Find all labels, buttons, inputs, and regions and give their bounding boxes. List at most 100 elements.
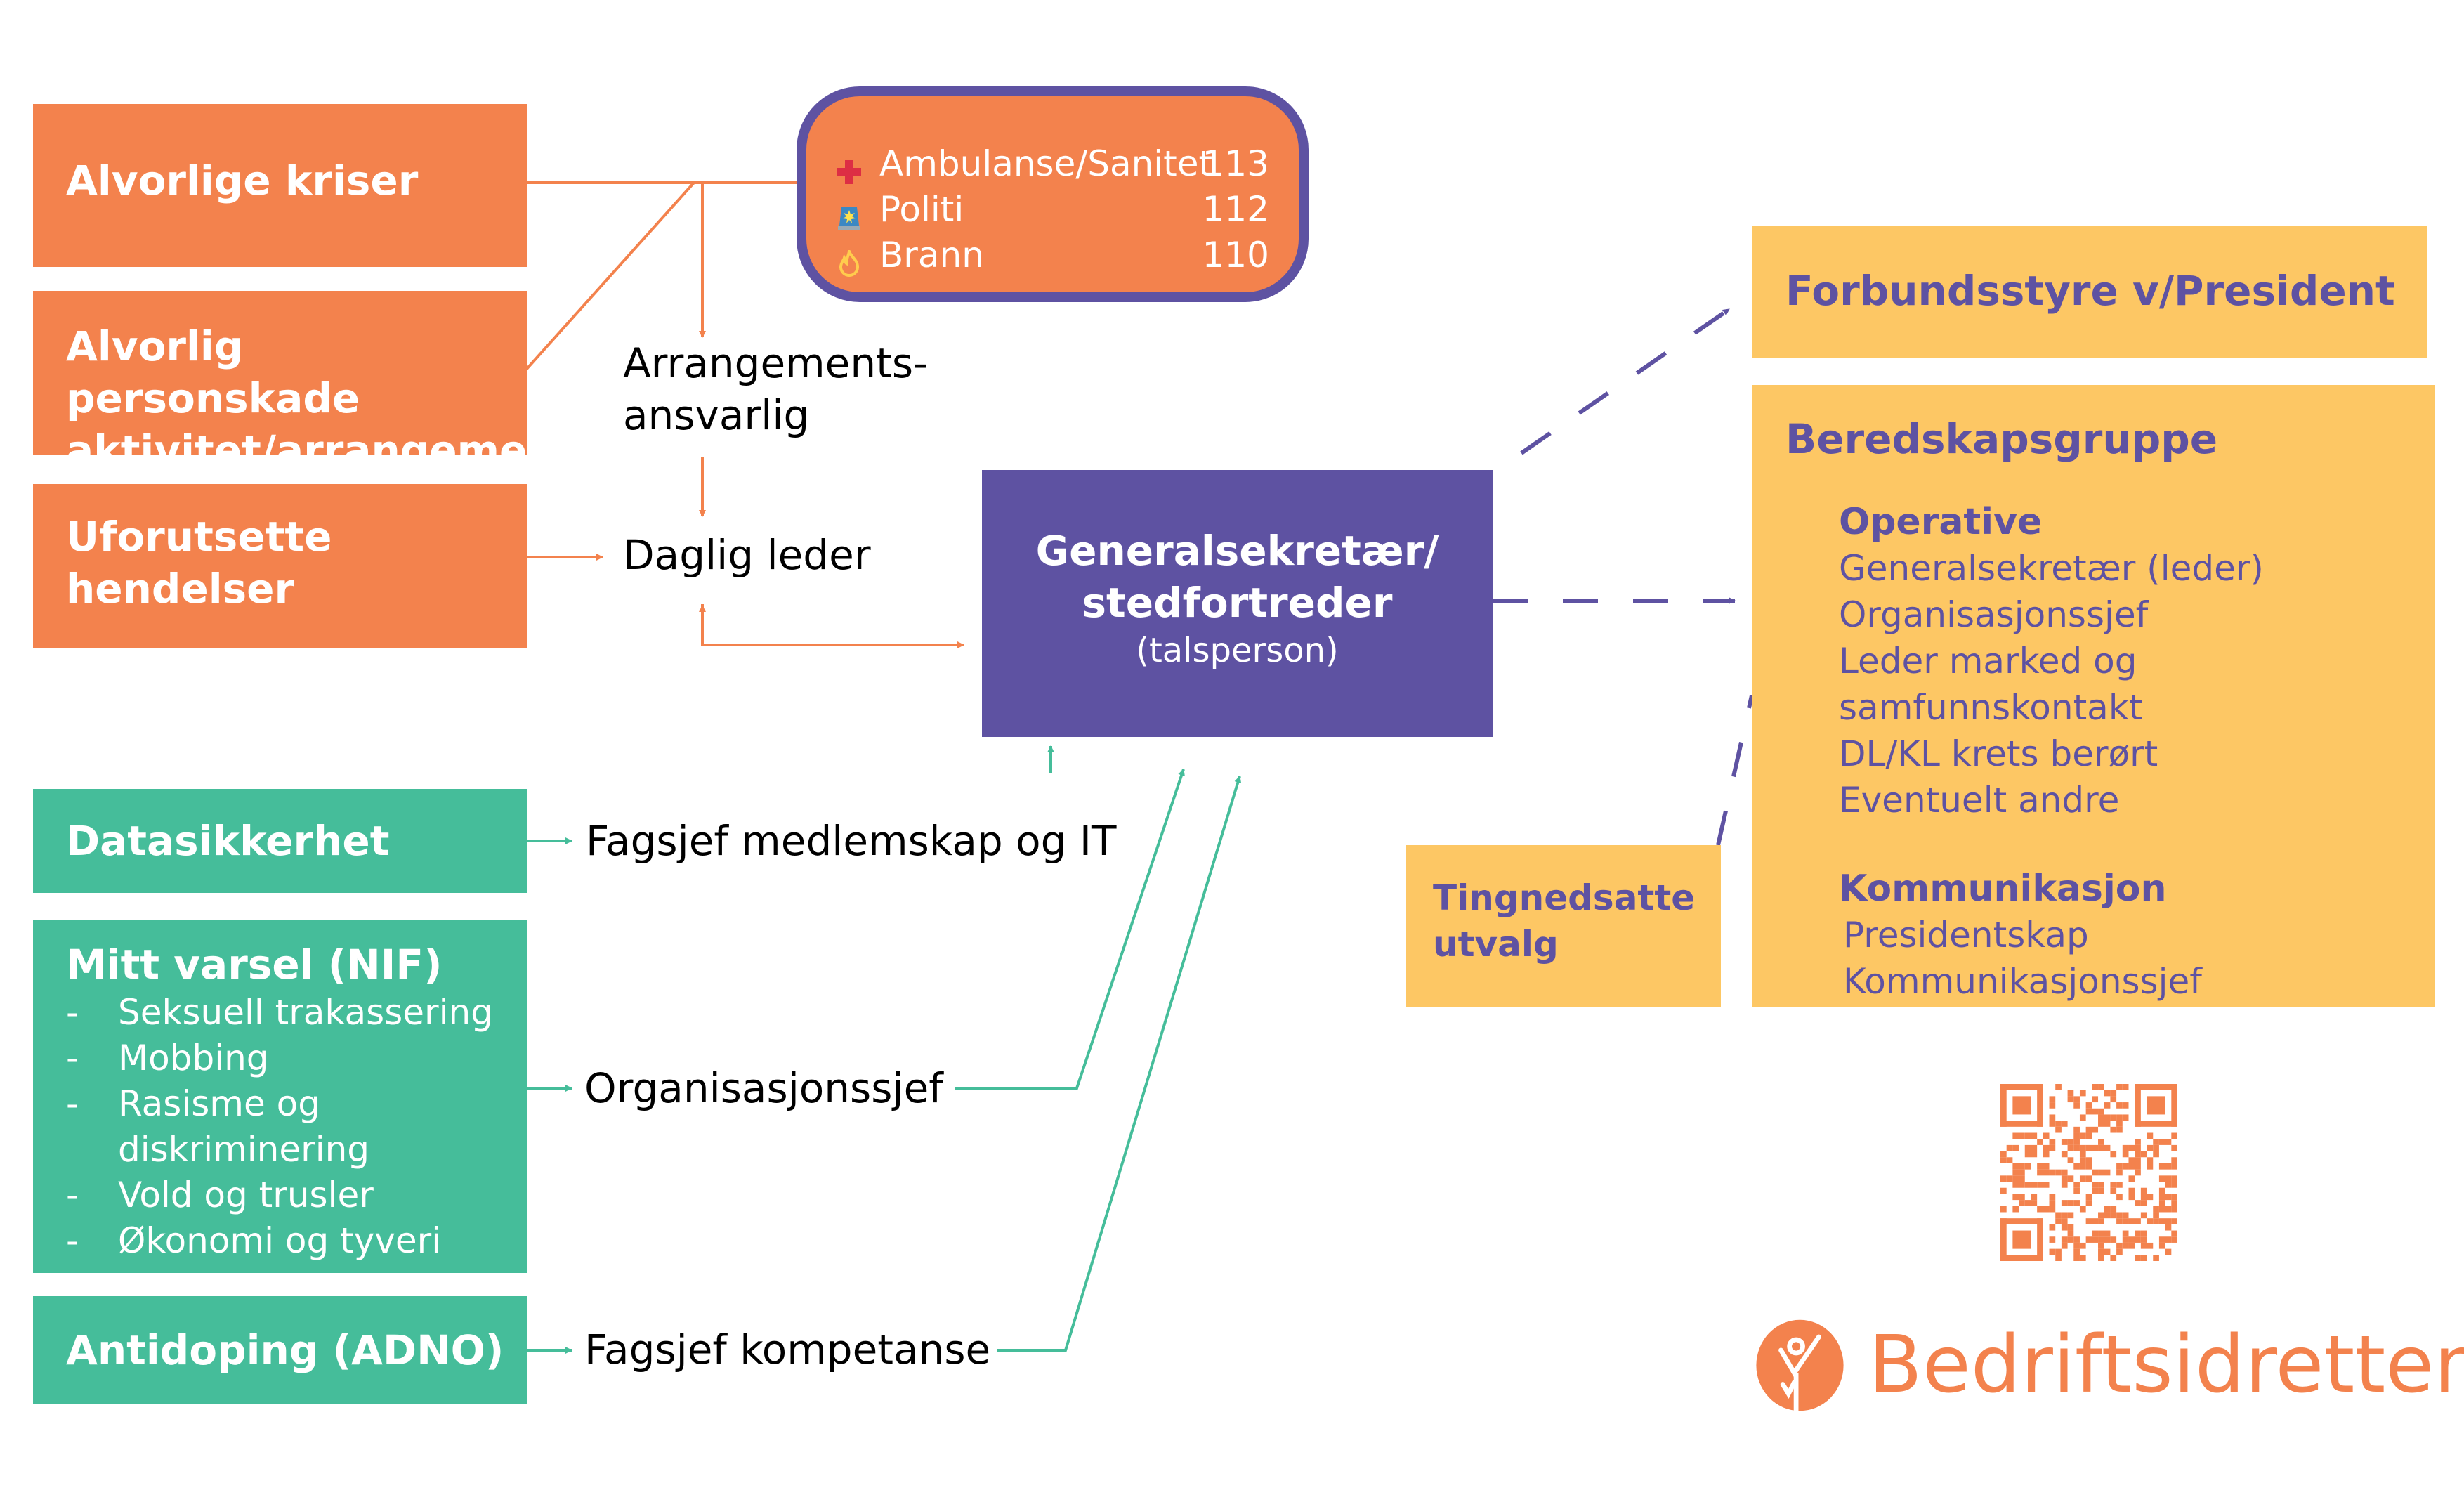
beredskap-title: Beredskapsgruppe [1785, 415, 2218, 463]
qr-module [2085, 1236, 2092, 1243]
qr-module [2019, 1163, 2025, 1170]
box-alvorlig-personskade: Alvorlig personskade aktivitet/arrangeme… [33, 291, 575, 474]
qr-module [2092, 1230, 2099, 1237]
qr-module [2085, 1175, 2092, 1182]
qr-module [2098, 1084, 2104, 1090]
qr-module [2067, 1212, 2074, 1219]
box-datasikkerhet: Datasikkerhet [33, 789, 527, 893]
qr-module [2135, 1218, 2141, 1224]
qr-module [2031, 1194, 2038, 1201]
qr-module [2135, 1236, 2141, 1243]
qr-module [2158, 1194, 2165, 1201]
red-cross-icon [836, 150, 863, 184]
qr-module [2104, 1212, 2111, 1219]
varsel-item: -Økonomi og tyveri [66, 1218, 527, 1264]
qr-module [2061, 1139, 2068, 1145]
qr-module [2019, 1182, 2025, 1188]
qr-module [2135, 1169, 2141, 1176]
qr-module [2055, 1248, 2062, 1255]
qr-module [2061, 1151, 2068, 1158]
brand-logo: Bedriftsidretten [1752, 1312, 2464, 1418]
central-title-line2: stedfortreder [1082, 579, 1393, 627]
qr-module [2122, 1212, 2129, 1219]
qr-module [2158, 1163, 2165, 1170]
qr-module [2122, 1151, 2129, 1158]
qr-module [2110, 1236, 2117, 1243]
arrow-to-forbundsstyre [1520, 307, 1731, 455]
qr-module [2061, 1175, 2068, 1182]
qr-module [2067, 1175, 2074, 1182]
qr-module [2073, 1126, 2080, 1133]
qr-module [2153, 1255, 2159, 1261]
qr-module [2171, 1200, 2177, 1206]
qr-module [2122, 1218, 2129, 1224]
qr-module [2165, 1163, 2172, 1170]
varsel-item-label: Mobbing [118, 1038, 269, 1078]
qr-module [2158, 1200, 2165, 1206]
qr-module [2055, 1084, 2062, 1090]
qr-module [2165, 1175, 2172, 1182]
qr-module [2061, 1212, 2068, 1219]
qr-module [2147, 1218, 2154, 1224]
emergency-name: Ambulanse/Sanitet [879, 143, 1213, 184]
qr-module [2158, 1242, 2165, 1249]
qr-module [2055, 1126, 2062, 1133]
label-antidoping: Antidoping (ADNO) [66, 1326, 504, 1374]
qr-module [2012, 1144, 2019, 1151]
member-item: Leder marked og samfunnskontakt [1839, 641, 2143, 728]
operative-heading: Operative [1839, 501, 2043, 543]
beredskap-content: Operative Generalsekretær (leder)Organis… [1785, 499, 2435, 1005]
qr-module [2067, 1144, 2074, 1151]
qr-module [2049, 1224, 2056, 1231]
box-beredskapsgruppe: Beredskapsgruppe Operative Generalsekret… [1752, 385, 2435, 1007]
qr-module [2000, 1084, 2043, 1090]
emergency-name: Brann [879, 235, 984, 275]
qr-module [2135, 1151, 2141, 1158]
qr-module [2073, 1096, 2080, 1103]
qr-module [2158, 1206, 2165, 1213]
qr-module [2153, 1218, 2159, 1224]
qr-module [2104, 1102, 2111, 1109]
box-uforutsette-hendelser: Uforutsette hendelser [33, 484, 527, 648]
qr-module [2073, 1163, 2080, 1170]
box-tingnedsatte-utvalg: Tingnedsatte utvalg [1406, 845, 1721, 1007]
qr-module [2098, 1169, 2104, 1176]
qr-module [2116, 1248, 2123, 1255]
qr-module [2140, 1187, 2147, 1194]
qr-module [2079, 1132, 2086, 1139]
qr-module [2000, 1175, 2007, 1182]
qr-module [2153, 1139, 2159, 1145]
qr-module [2104, 1206, 2111, 1213]
bullet-dash: - [66, 1038, 79, 1078]
qr-module [2171, 1206, 2177, 1213]
qr-module [2116, 1242, 2123, 1249]
tingnedsatte-line1: Tingnedsatte [1433, 877, 1696, 918]
qr-module [2049, 1200, 2056, 1206]
bullet-dash: - [66, 992, 79, 1033]
qr-module [2085, 1102, 2092, 1109]
qr-module [2158, 1187, 2165, 1194]
qr-module [2171, 1182, 2177, 1188]
qr-module [2110, 1187, 2117, 1194]
qr-module [2104, 1236, 2111, 1243]
qr-module [2055, 1212, 2062, 1219]
qr-code[interactable] [2000, 1084, 2177, 1261]
emergency-row: Ambulanse/Sanitet 113 [836, 141, 1269, 187]
qr-module [2128, 1187, 2135, 1194]
qr-module [2085, 1108, 2092, 1115]
arrow-org-sjef-up [955, 769, 1185, 1090]
qr-module [2158, 1139, 2165, 1145]
qr-module [2110, 1255, 2117, 1261]
qr-module [2055, 1169, 2062, 1176]
qr-module [2122, 1114, 2129, 1121]
bullet-dash: - [66, 1175, 79, 1215]
qr-module [2135, 1139, 2141, 1145]
qr-module [2024, 1200, 2031, 1206]
qr-module [2153, 1212, 2159, 1219]
qr-module [2061, 1200, 2068, 1206]
qr-module [2171, 1132, 2177, 1139]
qr-module [2147, 1163, 2154, 1170]
central-subtitle: (talsperson) [1136, 631, 1339, 670]
qr-module [2165, 1224, 2172, 1231]
qr-module [2140, 1236, 2147, 1243]
